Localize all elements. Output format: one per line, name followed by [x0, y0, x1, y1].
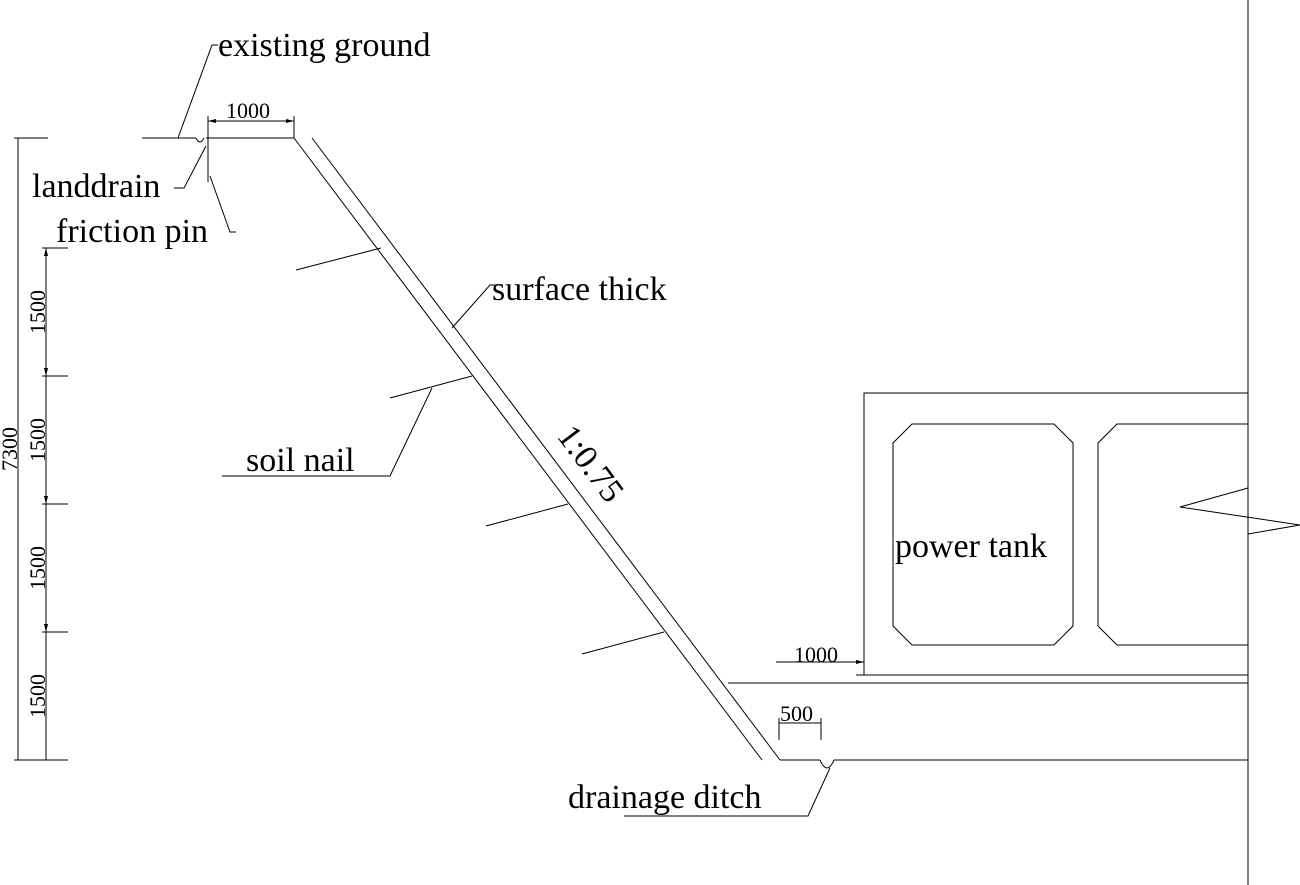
- slope-face: [293, 137, 781, 761]
- tank-offset-dimension: [776, 660, 864, 664]
- soil-nail-2: [389, 375, 473, 399]
- soil-nail-3: [485, 503, 569, 527]
- soil-nail-label: soil nail: [246, 442, 355, 479]
- soil-nail-4: [581, 631, 665, 655]
- segment-4-dim-text: 1500: [25, 674, 50, 718]
- drainage-ditch-label: drainage ditch: [568, 779, 762, 816]
- segment-1-dim-text: 1500: [25, 290, 50, 334]
- base-ground: [780, 759, 1248, 769]
- slope-ratio-label: 1:0.75: [550, 419, 631, 510]
- soil-nails: [295, 247, 665, 655]
- total-height-dim-text: 7300: [0, 427, 22, 471]
- break-line-symbol: [1179, 487, 1300, 535]
- segment-3-dim-text: 1500: [25, 546, 50, 590]
- tank-cell-2: [1097, 423, 1248, 646]
- soil-nail-1: [295, 247, 382, 271]
- power-tank: [863, 392, 1248, 675]
- existing-ground-label: existing ground: [218, 27, 430, 64]
- power-tank-label: power tank: [895, 528, 1047, 565]
- segment-dimensions: [42, 247, 68, 760]
- ditch-offset-dimension: [778, 718, 822, 740]
- top-berm-dim-text: 1000: [226, 98, 270, 123]
- top-berm-dimension: [207, 116, 295, 138]
- surface-thick-label: surface thick: [492, 271, 667, 308]
- tank-offset-dim-text: 1000: [794, 642, 838, 667]
- tank-platform: [728, 674, 1248, 684]
- existing-ground-line: [142, 137, 294, 143]
- total-height-dimension: [14, 137, 68, 761]
- leader-lines: [174, 44, 831, 817]
- friction-pin-label: friction pin: [56, 213, 208, 250]
- segment-2-dim-text: 1500: [25, 418, 50, 462]
- landdrain-label: landdrain: [32, 168, 160, 205]
- tank-cell-1: [892, 423, 1074, 646]
- ditch-offset-dim-text: 500: [780, 701, 813, 726]
